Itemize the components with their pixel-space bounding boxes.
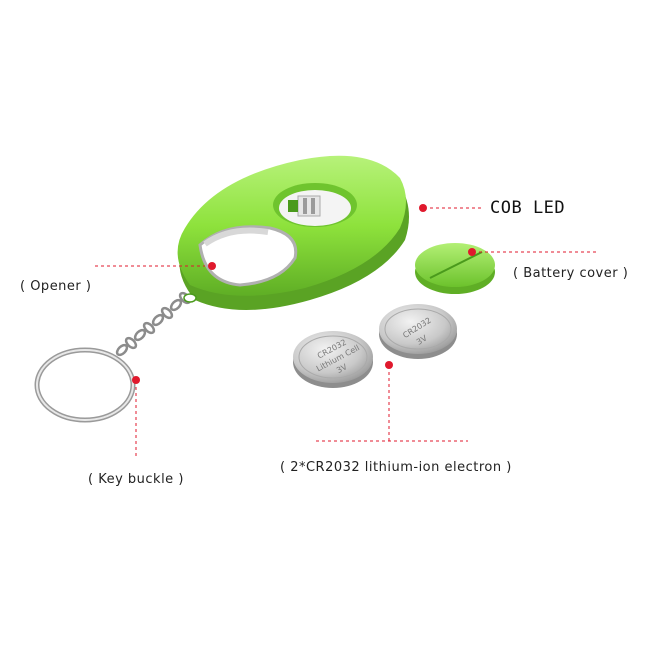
battery-right: CR2032 3V: [379, 304, 457, 359]
battery-left: CR2032 Lithium Cell 3V: [293, 331, 373, 388]
key-ring: [34, 347, 136, 423]
cob-led-marker-dot: [419, 204, 427, 212]
batteries-label: ( 2*CR2032 lithium-ion electron ): [280, 460, 512, 475]
opener-body: [177, 155, 409, 310]
key-buckle-marker-dot: [132, 376, 140, 384]
callout-battery-cover: [468, 248, 598, 256]
cob-led-label: COB LED: [490, 198, 566, 218]
opener-marker-dot: [208, 262, 216, 270]
callout-key-buckle: [132, 376, 140, 458]
key-buckle-label: ( Key buckle ): [88, 472, 184, 487]
opener-label: ( Opener ): [20, 279, 92, 294]
battery-cover-label: ( Battery cover ): [513, 266, 629, 281]
battery-cover: [415, 243, 495, 294]
callout-cob-led: [419, 204, 483, 212]
callout-opener: [95, 262, 216, 270]
batteries-marker-dot: [385, 361, 393, 369]
battery-cover-marker-dot: [468, 248, 476, 256]
key-chain: [115, 291, 192, 357]
callout-batteries: [316, 361, 468, 442]
